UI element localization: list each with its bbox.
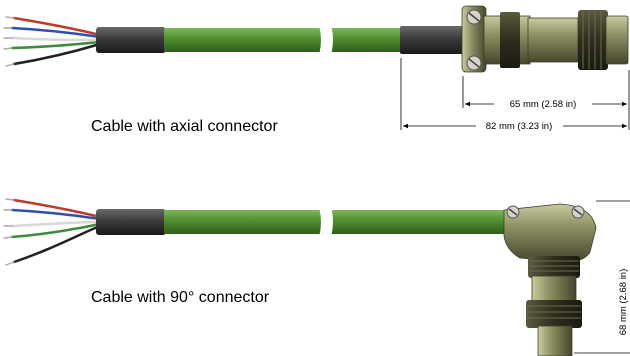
cable-break-left (319, 26, 324, 54)
cable-jacket (330, 210, 514, 234)
right-angle-connector (503, 203, 597, 356)
right-angle-cable-assembly: 68 mm (2.68 in) (3, 198, 630, 356)
right-angle-cable-caption: Cable with 90° connector (91, 289, 270, 306)
knurled-ring (526, 300, 582, 328)
cable-jacket (164, 210, 323, 234)
dimension-lines (400, 58, 630, 130)
cable-jacket (330, 28, 405, 52)
connector-length-label: 65 mm (2.58 in) (510, 99, 577, 110)
cable-jacket (164, 28, 323, 52)
axial-cable-assembly: 65 mm (2.58 in) 82 mm (3.23 in) (3, 5, 630, 132)
axial-connector (461, 5, 629, 73)
knurled-ring (528, 256, 580, 278)
heat-shrink (96, 209, 166, 235)
knurled-ring (500, 12, 520, 68)
cable-break-right (328, 26, 333, 54)
cable-break-right (328, 208, 333, 236)
wire-bundle (3, 198, 102, 266)
overall-length-label: 82 mm (3.23 in) (486, 121, 553, 132)
axial-cable-caption: Cable with axial connector (91, 118, 278, 135)
dimension-lines (574, 200, 630, 354)
height-label: 68 mm (2.68 in) (618, 269, 629, 336)
cable-break-left (319, 208, 324, 236)
wire-bundle (3, 16, 102, 67)
connector-boot (400, 26, 464, 54)
heat-shrink (96, 27, 166, 53)
